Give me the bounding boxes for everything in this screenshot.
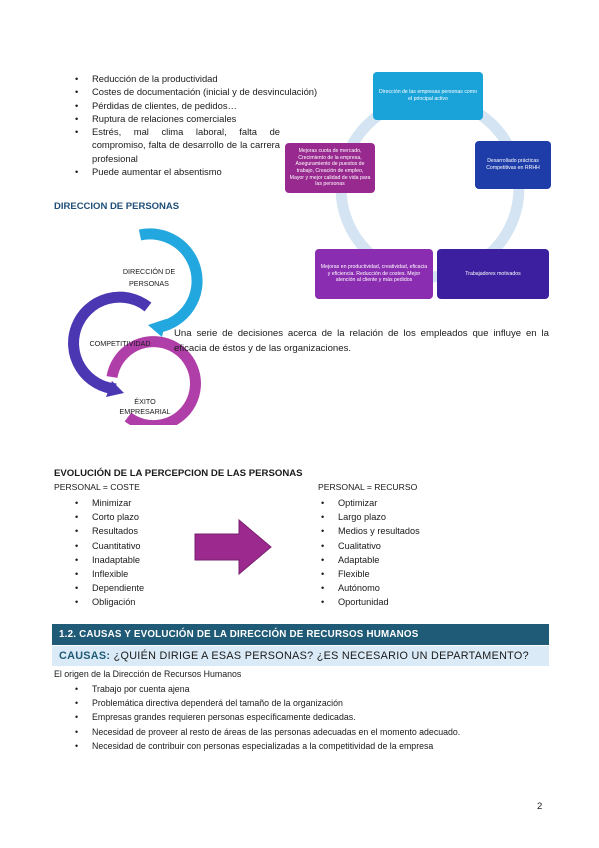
- evolucion-heading: EVOLUCIÓN DE LA PERCEPCION DE LAS PERSON…: [54, 468, 303, 479]
- cycle-box-productividad: Mejoras en productividad, creatividad, e…: [315, 249, 433, 299]
- list-item: Autónomo: [318, 581, 420, 595]
- subsection-question: ¿QUIÉN DIRIGE A ESAS PERSONAS? ¿ES NECES…: [110, 650, 529, 662]
- direccion-heading: DIRECCION DE PERSONAS: [54, 201, 180, 212]
- cycle-box-mercado: Mejoras cuota de mercado, Crecimiento de…: [285, 143, 375, 193]
- list-item: Cualitativo: [318, 539, 420, 553]
- consequences-list: Reducción de la productividad Costes de …: [72, 72, 317, 179]
- list-item: Medios y resultados: [318, 524, 420, 538]
- list-item: Ruptura de relaciones comerciales: [72, 112, 280, 126]
- coste-list: Minimizar Corto plazo Resultados Cuantit…: [72, 496, 144, 610]
- page-number: 2: [537, 801, 543, 812]
- cycle-box-practicas: Desarrollado prácticas Competitivas en R…: [475, 141, 551, 189]
- subsection-keyword: CAUSAS:: [59, 650, 111, 662]
- direccion-circles: DIRECCIÓN DE PERSONAS COMPETITIVIDAD ÉXI…: [58, 225, 208, 425]
- cycle-box-motivados: Trabajadores motivados: [437, 249, 549, 299]
- list-item: Necesidad de proveer al resto de áreas d…: [72, 725, 542, 739]
- list-item: Dependiente: [72, 581, 144, 595]
- label-direccion: DIRECCIÓN DE PERSONAS: [122, 267, 176, 288]
- right-arrow-icon: [194, 518, 272, 576]
- list-item: Largo plazo: [318, 510, 420, 524]
- list-item: Flexible: [318, 567, 420, 581]
- list-item: Obligación: [72, 595, 144, 609]
- causes-list: Trabajo por cuenta ajena Problemática di…: [72, 682, 542, 753]
- list-item: Necesidad de contribuir con personas esp…: [72, 739, 542, 753]
- list-item: Empresas grandes requieren personas espe…: [72, 710, 542, 724]
- list-item: Reducción de la productividad: [72, 72, 280, 86]
- list-item: Trabajo por cuenta ajena: [72, 682, 542, 696]
- list-item: Corto plazo: [72, 510, 144, 524]
- origin-text: El origen de la Dirección de Recursos Hu…: [54, 669, 242, 679]
- list-item: Costes de documentación (inicial y de de…: [72, 85, 317, 99]
- list-item: Minimizar: [72, 496, 144, 510]
- coste-heading: PERSONAL = COSTE: [54, 482, 140, 492]
- list-item: Puede aumentar el absentismo: [72, 165, 280, 179]
- list-item: Resultados: [72, 524, 144, 538]
- hr-cycle-diagram: Dirección de las empresas personas como …: [285, 70, 555, 302]
- list-item: Adaptable: [318, 553, 420, 567]
- direccion-description: Una serie de decisiones acerca de la rel…: [174, 328, 549, 354]
- circle-arrows-graphic: [68, 228, 203, 425]
- list-item: Optimizar: [318, 496, 420, 510]
- label-exito: ÉXITO EMPRESARIAL: [119, 397, 171, 416]
- list-item: Pérdidas de clientes, de pedidos…: [72, 99, 280, 113]
- recurso-list: Optimizar Largo plazo Medios y resultado…: [318, 496, 420, 610]
- list-item: Estrés, mal clima laboral, falta de comp…: [72, 125, 280, 165]
- subsection-bar: CAUSAS: ¿QUIÉN DIRIGE A ESAS PERSONAS? ¿…: [52, 646, 549, 666]
- label-competitividad: COMPETITIVIDAD: [89, 339, 151, 348]
- list-item: Inadaptable: [72, 553, 144, 567]
- recurso-heading: PERSONAL = RECURSO: [318, 482, 418, 492]
- list-item: Problemática directiva dependerá del tam…: [72, 696, 542, 710]
- list-item: Cuantitativo: [72, 539, 144, 553]
- section-title-bar: 1.2. CAUSAS Y EVOLUCIÓN DE LA DIRECCIÓN …: [52, 624, 549, 645]
- list-item: Oportunidad: [318, 595, 420, 609]
- list-item: Inflexible: [72, 567, 144, 581]
- cycle-box-activo: Dirección de las empresas personas como …: [373, 72, 483, 120]
